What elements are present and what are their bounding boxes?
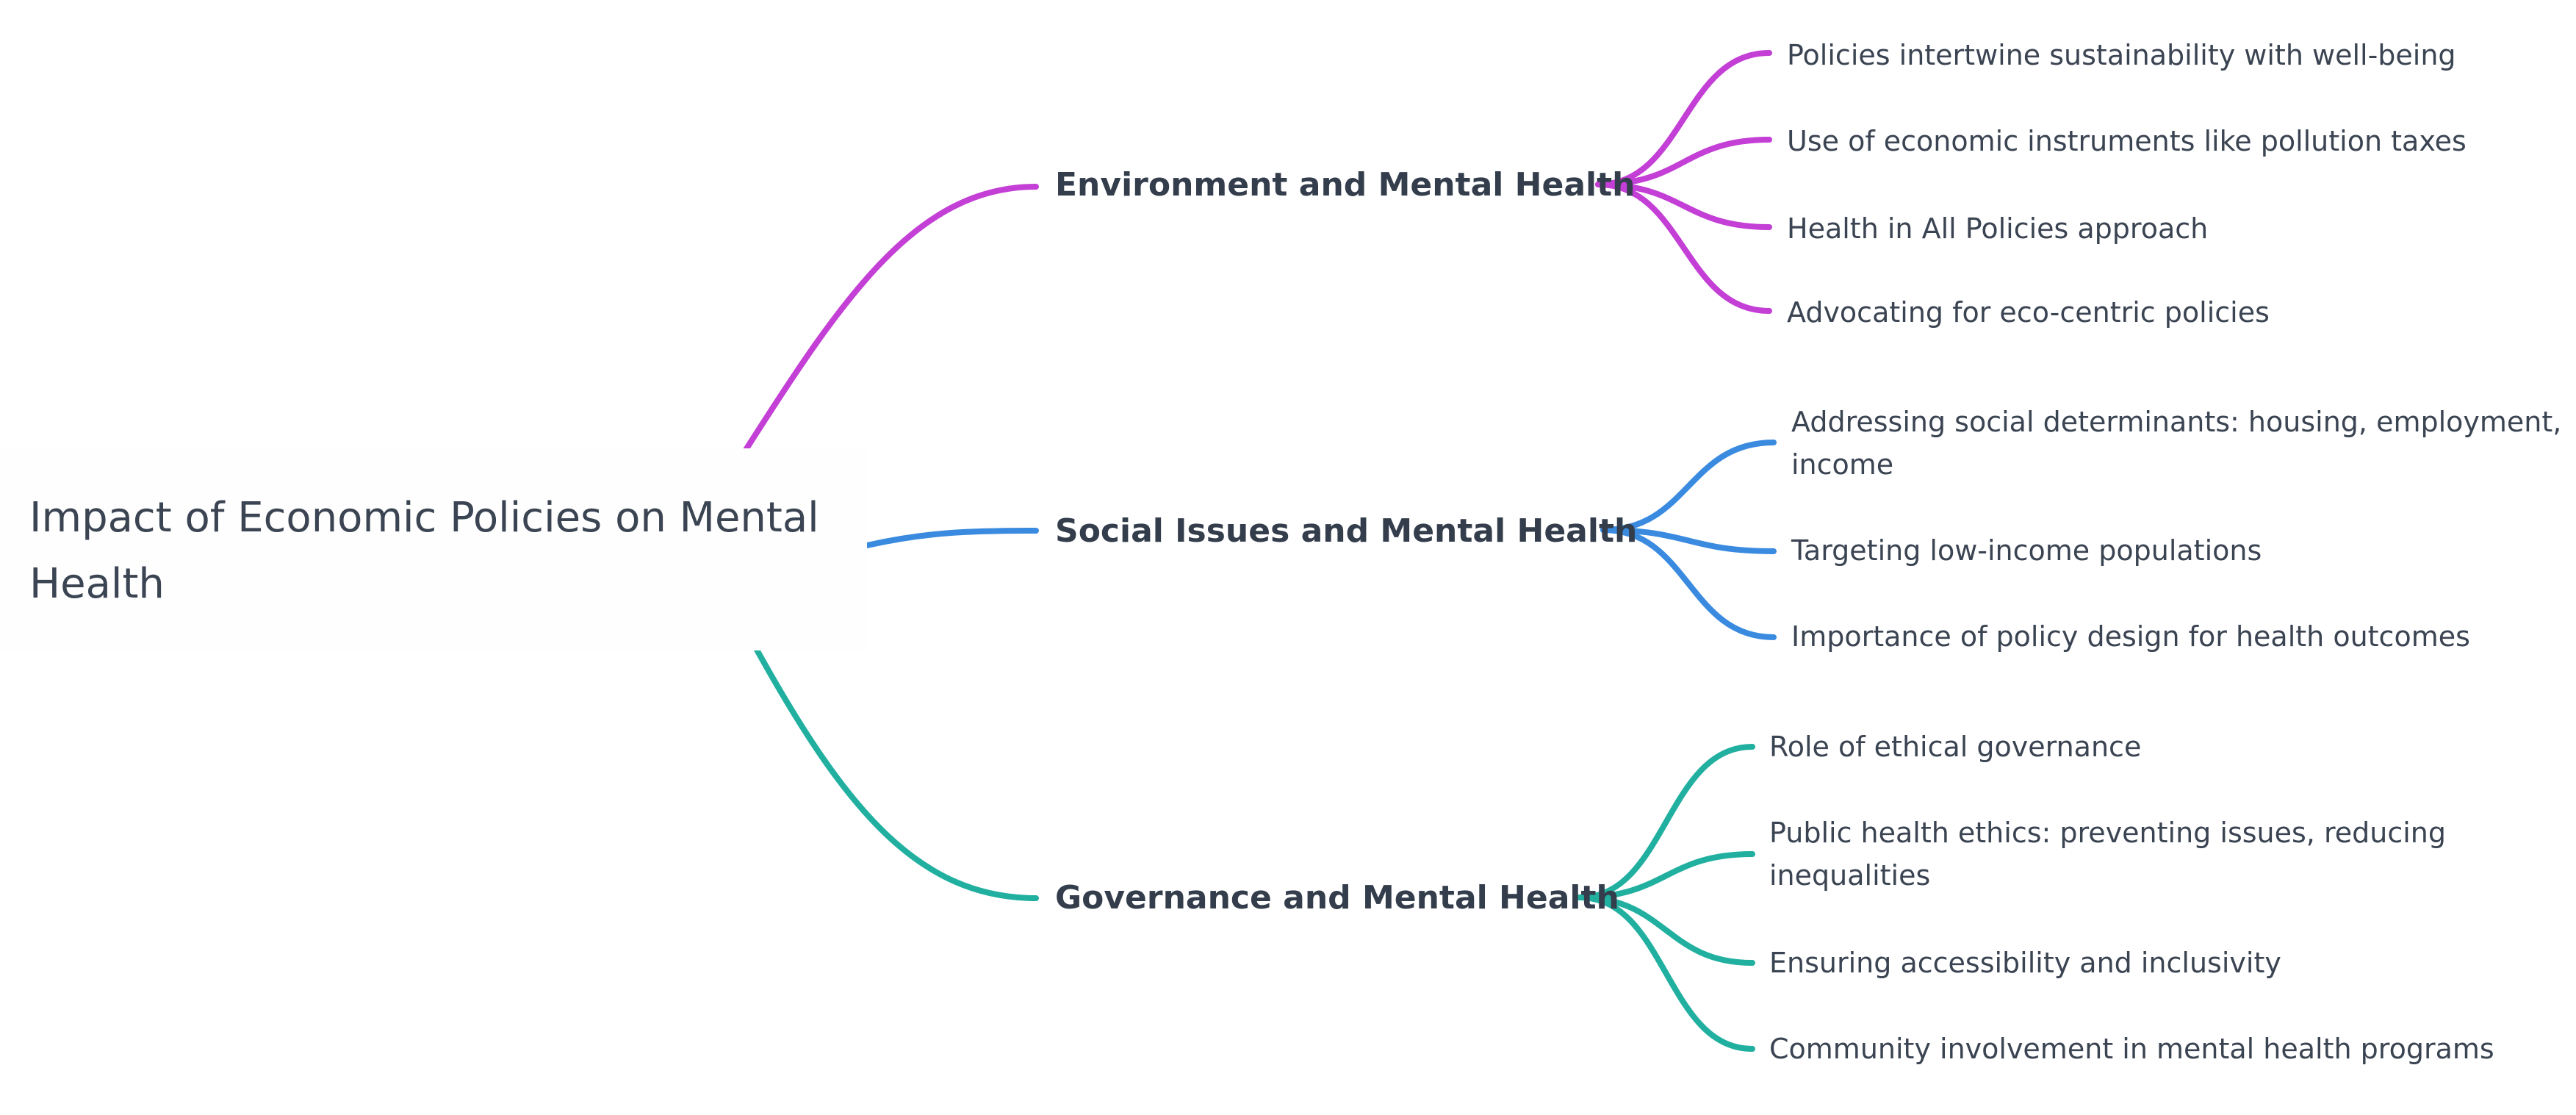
edge-environment-leaf-1 bbox=[1595, 50, 1772, 187]
edge-governance-leaf-1 bbox=[1577, 744, 1755, 900]
leaf-governance-4: Community involvement in mental health p… bbox=[1769, 1033, 2494, 1065]
edge-environment-leaf-2 bbox=[1595, 137, 1772, 187]
leaf-environment-1: Policies intertwine sustainability with … bbox=[1787, 39, 2456, 71]
leaf-social-2: Targeting low-income populations bbox=[1791, 534, 2262, 567]
edge-social-leaf-2 bbox=[1600, 527, 1777, 554]
edge-social-leaf-1 bbox=[1600, 440, 1777, 533]
edge-environment-leaf-3 bbox=[1595, 182, 1772, 230]
edge-governance-leaf-4 bbox=[1577, 894, 1755, 1052]
leaf-governance-1: Role of ethical governance bbox=[1769, 731, 2142, 763]
edge-social-leaf-3 bbox=[1600, 527, 1777, 640]
leaf-social-1: Addressing social determinants: housing,… bbox=[1791, 406, 2562, 481]
edge-root-social bbox=[864, 528, 1039, 548]
leaf-environment-2: Use of economic instruments like polluti… bbox=[1787, 125, 2467, 157]
leaf-environment-4: Advocating for eco-centric policies bbox=[1787, 296, 2270, 329]
branch-governance-label: Governance and Mental Health bbox=[1055, 879, 1619, 917]
edge-governance-leaf-3 bbox=[1577, 894, 1755, 966]
leaf-governance-3: Ensuring accessibility and inclusivity bbox=[1769, 947, 2281, 979]
root-node bbox=[0, 448, 867, 650]
leaf-governance-2: Public health ethics: preventing issues,… bbox=[1769, 817, 2446, 892]
leaf-social-3: Importance of policy design for health o… bbox=[1791, 620, 2470, 653]
edge-root-governance bbox=[754, 647, 1039, 901]
leaf-environment-3: Health in All Policies approach bbox=[1787, 212, 2209, 245]
root-title: Impact of Economic Policies on Mental He… bbox=[29, 494, 819, 608]
edge-environment-leaf-4 bbox=[1595, 182, 1772, 314]
branch-social-label: Social Issues and Mental Health bbox=[1055, 512, 1638, 550]
edge-root-environment bbox=[743, 184, 1039, 453]
branch-environment-label: Environment and Mental Health bbox=[1055, 166, 1636, 204]
edge-governance-leaf-2 bbox=[1577, 851, 1755, 900]
